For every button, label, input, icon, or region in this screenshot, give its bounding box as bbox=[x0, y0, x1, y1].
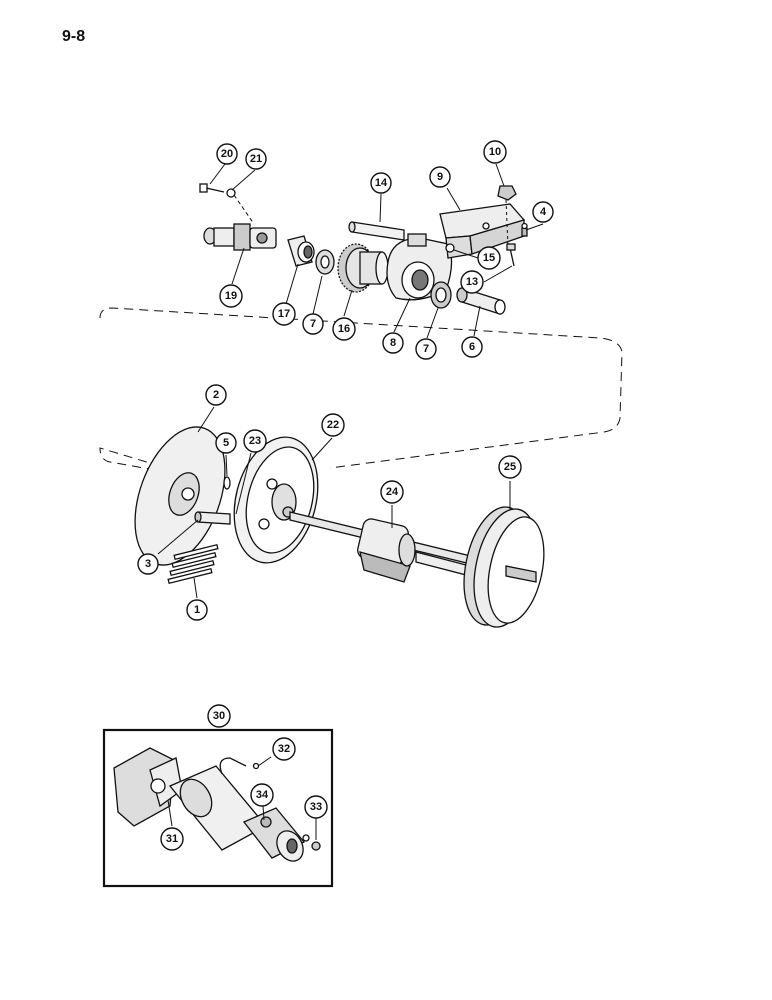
svg-text:34: 34 bbox=[256, 789, 269, 801]
svg-text:10: 10 bbox=[489, 146, 501, 158]
svg-text:4: 4 bbox=[540, 206, 547, 218]
svg-text:6: 6 bbox=[469, 341, 475, 353]
lock-washer-part bbox=[302, 834, 310, 842]
callout-6: 6 bbox=[461, 336, 483, 358]
callout-22: 22 bbox=[321, 413, 345, 437]
callout-1: 1 bbox=[186, 599, 208, 621]
callout-31: 31 bbox=[160, 827, 184, 851]
callout-24: 24 bbox=[380, 480, 404, 504]
svg-text:30: 30 bbox=[213, 710, 225, 722]
sleeve-part bbox=[456, 287, 506, 315]
callout-23: 23 bbox=[243, 429, 267, 453]
washer-part bbox=[226, 188, 236, 198]
callout-19: 19 bbox=[219, 284, 243, 308]
callout-9: 9 bbox=[429, 166, 451, 188]
callout-33: 33 bbox=[304, 795, 328, 819]
callout-13: 13 bbox=[460, 270, 484, 294]
callout-21: 21 bbox=[245, 148, 267, 170]
disc-part bbox=[134, 426, 226, 566]
svg-text:9: 9 bbox=[437, 171, 443, 183]
callout-4: 4 bbox=[532, 201, 554, 223]
bolt-part bbox=[506, 243, 516, 267]
svg-text:20: 20 bbox=[221, 148, 233, 160]
pin-part bbox=[194, 511, 231, 525]
svg-text:5: 5 bbox=[223, 437, 229, 449]
callout-8: 8 bbox=[382, 332, 404, 354]
bracket-part bbox=[439, 203, 526, 259]
u-bolt-part bbox=[219, 757, 247, 775]
svg-text:32: 32 bbox=[278, 743, 290, 755]
svg-text:1: 1 bbox=[194, 604, 200, 616]
callout-16: 16 bbox=[332, 317, 356, 341]
yoke-part bbox=[113, 747, 183, 827]
svg-text:7: 7 bbox=[423, 343, 429, 355]
pin-part bbox=[348, 221, 405, 241]
svg-text:2: 2 bbox=[213, 389, 219, 401]
svg-text:19: 19 bbox=[225, 290, 237, 302]
svg-text:21: 21 bbox=[250, 153, 262, 165]
nut-part bbox=[497, 185, 517, 247]
callout-7: 7 bbox=[302, 313, 324, 335]
bearing-part bbox=[315, 249, 335, 275]
callout-7: 7 bbox=[415, 338, 437, 360]
callout-30: 30 bbox=[207, 704, 231, 728]
svg-text:7: 7 bbox=[310, 318, 316, 330]
shaft-tube-part bbox=[168, 765, 268, 851]
svg-text:13: 13 bbox=[466, 276, 478, 288]
svg-text:8: 8 bbox=[390, 337, 396, 349]
inset-detail bbox=[102, 728, 334, 888]
callout-34: 34 bbox=[250, 783, 274, 807]
washer-part bbox=[445, 243, 455, 253]
pulley-part bbox=[233, 436, 319, 564]
svg-text:31: 31 bbox=[166, 833, 178, 845]
grease-fitting-part bbox=[521, 222, 528, 237]
svg-text:23: 23 bbox=[249, 435, 261, 447]
svg-text:16: 16 bbox=[338, 323, 350, 335]
svg-text:25: 25 bbox=[504, 461, 516, 473]
coupling-part bbox=[242, 807, 306, 862]
svg-text:15: 15 bbox=[483, 252, 495, 264]
callout-2: 2 bbox=[205, 384, 227, 406]
bolt-part bbox=[199, 183, 225, 193]
upper-assembly bbox=[199, 183, 528, 315]
callout-32: 32 bbox=[272, 737, 296, 761]
svg-text:3: 3 bbox=[145, 558, 151, 570]
callout-17: 17 bbox=[272, 302, 296, 326]
svg-text:17: 17 bbox=[278, 308, 290, 320]
svg-text:24: 24 bbox=[386, 486, 399, 498]
svg-text:14: 14 bbox=[375, 177, 388, 189]
grease-fitting-part bbox=[252, 762, 260, 770]
svg-text:33: 33 bbox=[310, 801, 322, 813]
nut-part bbox=[311, 841, 321, 851]
callout-20: 20 bbox=[216, 143, 238, 165]
page-number: 9-8 bbox=[62, 28, 86, 45]
shim-pack-part bbox=[167, 543, 219, 585]
callout-10: 10 bbox=[483, 140, 507, 164]
svg-text:22: 22 bbox=[327, 419, 339, 431]
leader-lines bbox=[157, 163, 544, 840]
callout-25: 25 bbox=[498, 455, 522, 479]
drive-pulley-part bbox=[463, 506, 545, 628]
gear-part bbox=[337, 243, 389, 293]
shaft-assembly-part bbox=[289, 511, 521, 583]
callout-5: 5 bbox=[215, 432, 237, 454]
ring-part bbox=[223, 476, 231, 490]
universal-joint-part bbox=[203, 223, 277, 251]
assembly-group-outline bbox=[99, 307, 623, 479]
callout-3: 3 bbox=[137, 553, 159, 575]
lower-assembly bbox=[134, 426, 545, 628]
bearing-part bbox=[430, 281, 452, 309]
callout-14: 14 bbox=[370, 172, 392, 194]
callout-15: 15 bbox=[477, 246, 501, 270]
flange-part bbox=[287, 235, 315, 267]
